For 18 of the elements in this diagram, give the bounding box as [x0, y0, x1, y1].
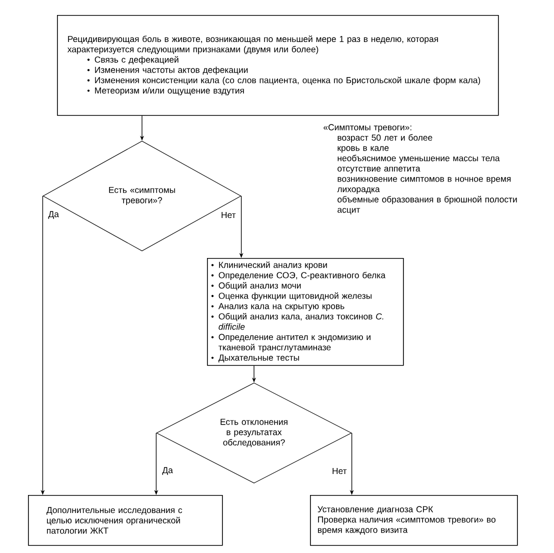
- process-box: Установление диагноза СРК Проверка наличия «симптомов тревоги» во время каждого визита: [310, 495, 518, 546]
- label: возраст 50 лет и более: [338, 134, 432, 142]
- label: возникновение симптомов в ночное время: [338, 177, 511, 184]
- label: объемные образования в брюшной полости: [338, 196, 517, 204]
- process-box: Рецидивирующая боль в животе, возникающая по меньшей мере 1 раз в неделю, которая характеризуется следующими признаками (двумя или более) Связь с дефекацией Изменения частоты актов дефекации Изменения консистенции кала (со слов пациента, оценка по Бристольской шкале форм кала) Метеоризм и/или ощущение вздутия: [57, 15, 499, 116]
- label: лихорадка: [337, 187, 380, 194]
- edge-label: Да: [161, 466, 174, 476]
- edge-label: Нет: [220, 210, 237, 220]
- label: отсутствие аппетита: [338, 166, 420, 174]
- label: кровь в кале: [338, 146, 389, 153]
- process-box: Клинический анализ крови Определение СОЭ, С-реактивного белка Общий анализ мочи Оценка функции щитовидной железы Анализ кала на скрытую кровь Общий анализ кала, анализ токсинов C. difficile Определение антител к эндомизию и тканевой трансглутаминазе Дыхательные тесты: [207, 258, 404, 366]
- label: необъяснимое уменьшение массы тела: [338, 154, 500, 163]
- edge-label: Да: [47, 210, 60, 220]
- edge-label: Нет: [330, 466, 348, 476]
- label: «Симптомы тревоги»:: [324, 124, 412, 132]
- label: асцит: [338, 208, 360, 214]
- note-text: «Симптомы тревоги»: возраст 50 лет и более кровь в кале необъяснимое уменьшение массы тела отсутствие аппетита возникновение симптомов в ночное время лихорадка объемные образования в брюшной полости асцит: [324, 124, 517, 214]
- process-box: Дополнительные исследования с целью исключения органической патологии ЖКТ: [28, 495, 223, 546]
